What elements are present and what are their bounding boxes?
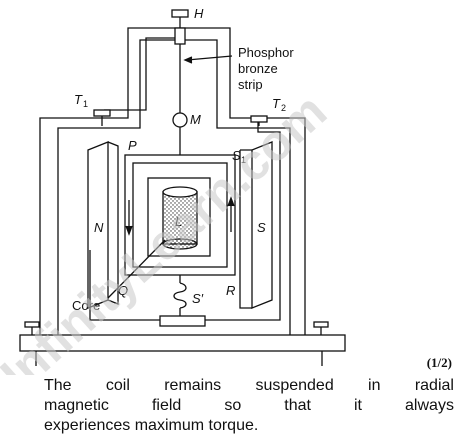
- caption-word: remains: [164, 377, 222, 394]
- leader-core: [107, 239, 166, 299]
- caption: The coil remains suspended in radial mag…: [44, 376, 454, 436]
- label-R: R: [226, 283, 235, 298]
- label-S-prime: S′: [192, 291, 204, 306]
- label-Q: Q: [118, 283, 128, 298]
- caption-word: radial: [414, 377, 454, 394]
- caption-line-1: The coil remains suspended in radial: [44, 376, 454, 396]
- coil-core-frame: [147, 177, 211, 257]
- caption-line-3: experiences maximum torque.: [44, 417, 259, 434]
- caption-line-2: magnetic field so that it always: [44, 396, 454, 416]
- label-T1-sub: 1: [83, 99, 88, 109]
- label-L: L: [175, 214, 182, 229]
- wire-to-frame: [89, 250, 160, 321]
- watermark: InfinityLearn.com: [0, 83, 337, 375]
- label-T1: T: [74, 92, 83, 107]
- label-S1-sub: 1: [241, 155, 246, 165]
- suspension-clamp: [174, 27, 186, 45]
- spring-base-block: [159, 315, 206, 327]
- marks-label: (1/2): [426, 355, 452, 370]
- levelling-screw-right: [313, 321, 329, 328]
- caption-word: suspended: [255, 377, 334, 394]
- label-T2: T: [272, 96, 281, 111]
- torsion-head-knob: [171, 9, 189, 18]
- caption-word: in: [368, 377, 381, 394]
- label-P: P: [128, 138, 137, 153]
- caption-word: that: [284, 397, 311, 414]
- mirror-M: [172, 112, 188, 128]
- label-N: N: [94, 220, 104, 235]
- caption-word: field: [151, 397, 182, 414]
- label-M: M: [190, 112, 201, 127]
- caption-word: magnetic: [44, 397, 109, 414]
- label-phosphor-3: strip: [238, 77, 263, 92]
- label-phosphor-2: bronze: [238, 61, 278, 76]
- leader-phosphor: [186, 55, 233, 61]
- wire-from-T2: [205, 122, 281, 321]
- caption-word: coil: [105, 377, 130, 394]
- label-S1: S: [232, 148, 241, 163]
- hair-spring: [173, 282, 187, 309]
- wire-to-T1: [104, 37, 175, 111]
- moving-coil-galvanometer-diagram: H Phosphor bronze strip T 1 T 2 M P S 1 …: [0, 6, 346, 375]
- coil-inner: [132, 162, 228, 268]
- pole-piece-S: [251, 141, 273, 309]
- caption-word: it: [354, 397, 362, 414]
- base-platform: [19, 334, 346, 352]
- caption-word: so: [224, 397, 242, 414]
- label-T2-sub: 2: [281, 103, 286, 113]
- caption-word: The: [44, 377, 72, 394]
- label-core: Core: [72, 298, 100, 313]
- label-S: S: [257, 220, 266, 235]
- label-H: H: [194, 6, 204, 21]
- caption-word: always: [405, 397, 454, 414]
- terminal-T1: [93, 109, 111, 117]
- label-phosphor-1: Phosphor: [238, 45, 294, 60]
